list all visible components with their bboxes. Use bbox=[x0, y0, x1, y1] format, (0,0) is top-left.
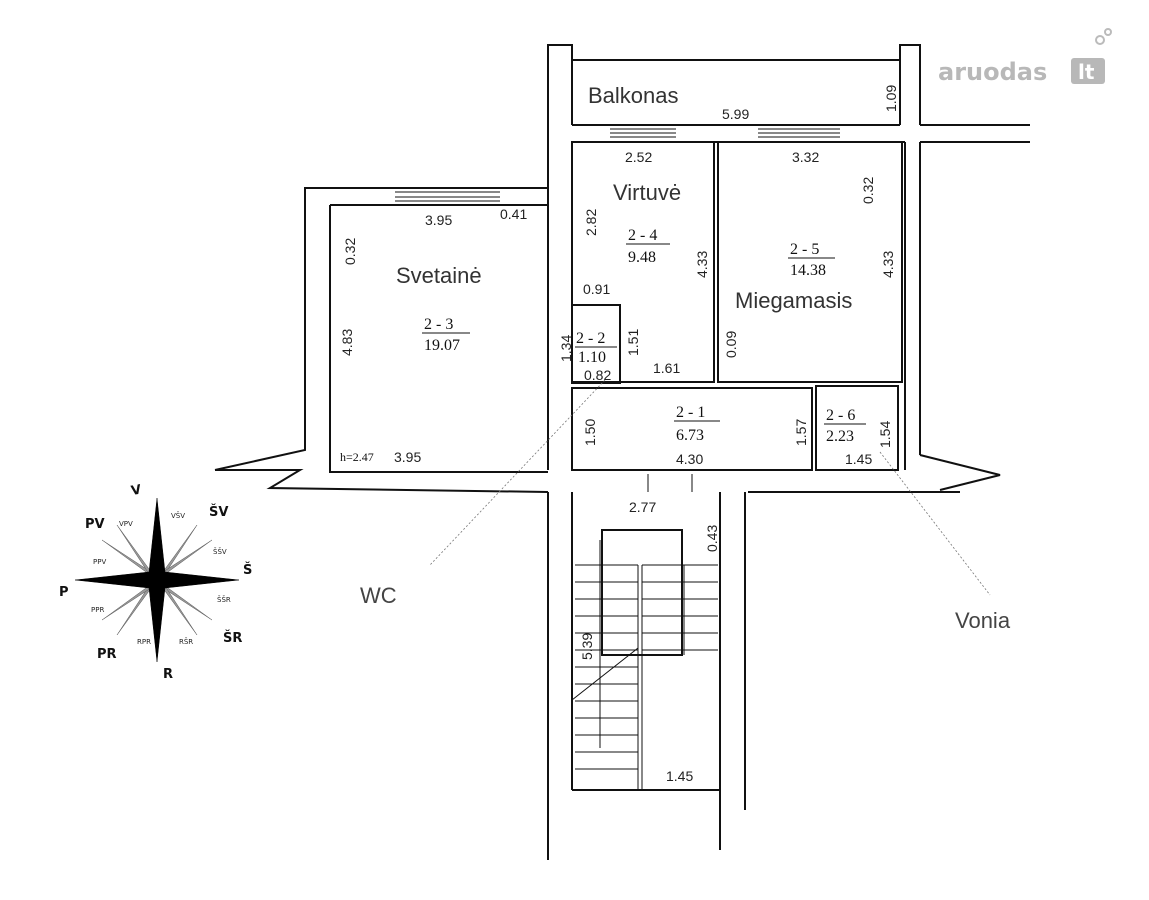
compass-sw: PR bbox=[97, 647, 117, 662]
room-area-wc: 1.10 bbox=[578, 349, 606, 366]
compass-south: R bbox=[163, 667, 173, 682]
compass-ssw: RPR bbox=[137, 638, 151, 646]
room-label-balcony: Balkonas bbox=[588, 83, 679, 108]
callout-bath: Vonia bbox=[955, 608, 1011, 633]
dim-stair-top: 2.77 bbox=[629, 499, 656, 515]
compass-ne: ŠV bbox=[209, 504, 228, 520]
dim-balcony-len: 5.99 bbox=[722, 106, 749, 122]
smoke-icon bbox=[1095, 35, 1105, 45]
dim-living-off: 0.41 bbox=[500, 206, 527, 222]
dim-kitchen-wall: 1.51 bbox=[625, 329, 641, 356]
compass-wsw: PPR bbox=[91, 606, 104, 614]
dim-wc-bottom: 0.82 bbox=[584, 367, 611, 383]
dim-hall-side: 1.50 bbox=[582, 419, 598, 446]
room-area-hall: 6.73 bbox=[676, 427, 704, 444]
dim-stair-len: 5.39 bbox=[579, 633, 595, 660]
room-id-bath: 2 - 6 bbox=[826, 407, 855, 424]
compass-wnw: PPV bbox=[93, 558, 106, 566]
compass-west: P bbox=[59, 585, 69, 600]
compass-north: V bbox=[130, 482, 143, 499]
stair-treads bbox=[571, 540, 718, 790]
windows bbox=[395, 128, 840, 492]
compass-nw: PV bbox=[85, 517, 105, 532]
dim-bath-bottom: 1.45 bbox=[845, 451, 872, 467]
dim-bedroom-low: 0.09 bbox=[723, 331, 739, 358]
room-label-bedroom: Miegamasis bbox=[735, 288, 852, 313]
dim-living-left-off: 0.32 bbox=[342, 238, 358, 265]
dim-stair-off: 0.43 bbox=[704, 525, 720, 552]
smoke-icon-small bbox=[1104, 28, 1112, 36]
dim-bedroom-side: 4.33 bbox=[880, 251, 896, 278]
dim-bedroom-off: 0.32 bbox=[860, 177, 876, 204]
compass-east: Š bbox=[243, 562, 252, 578]
dim-balcony-depth: 1.09 bbox=[883, 85, 899, 112]
compass-ene: ŠŠV bbox=[213, 547, 227, 556]
dim-kitchen-bottom: 1.61 bbox=[653, 360, 680, 376]
compass-se: ŠR bbox=[223, 630, 242, 646]
compass-sse: RŠR bbox=[179, 637, 193, 646]
compass-nne: VŠV bbox=[171, 511, 185, 520]
dim-living-side: 4.83 bbox=[339, 329, 355, 356]
watermark-text: aruodas bbox=[938, 58, 1047, 86]
room-area-living: 19.07 bbox=[424, 337, 460, 354]
dim-kitchen-inner: 2.82 bbox=[583, 209, 599, 236]
dim-kitchen-low: 0.91 bbox=[583, 281, 610, 297]
compass-rose: V Š R P ŠV ŠR PR PV VŠV VPV ŠŠV ŠŠR RŠR … bbox=[59, 482, 252, 682]
dim-hall-bottom: 4.30 bbox=[676, 451, 703, 467]
watermark-badge bbox=[1071, 58, 1105, 84]
room-id-kitchen: 2 - 4 bbox=[628, 227, 657, 244]
room-id-wc: 2 - 2 bbox=[576, 330, 605, 347]
room-area-kitchen: 9.48 bbox=[628, 249, 656, 266]
room-id-hall: 2 - 1 bbox=[676, 404, 705, 421]
ceiling-height: h=2.47 bbox=[340, 450, 374, 464]
dim-bedroom-top: 3.32 bbox=[792, 149, 819, 165]
watermark-tld: lt bbox=[1078, 60, 1095, 84]
dim-living-top: 3.95 bbox=[425, 212, 452, 228]
dim-kitchen-side: 4.33 bbox=[694, 251, 710, 278]
dim-hall-right: 1.57 bbox=[793, 419, 809, 446]
compass-nnw: VPV bbox=[119, 520, 133, 528]
room-area-bath: 2.23 bbox=[826, 428, 854, 445]
walls bbox=[214, 44, 1030, 860]
callout-wc: WC bbox=[360, 583, 397, 608]
dim-kitchen-top: 2.52 bbox=[625, 149, 652, 165]
dim-stair-bottom: 1.45 bbox=[666, 768, 693, 784]
room-label-living: Svetainė bbox=[396, 263, 482, 288]
compass-ese: ŠŠR bbox=[217, 595, 231, 604]
aruodas-logo: aruodas lt bbox=[938, 28, 1112, 86]
room-label-kitchen: Virtuvė bbox=[613, 180, 681, 205]
room-id-bedroom: 2 - 5 bbox=[790, 241, 819, 258]
room-area-bedroom: 14.38 bbox=[790, 262, 826, 279]
dim-wc-side: 1.34 bbox=[558, 335, 574, 362]
leader-lines bbox=[429, 379, 991, 596]
dim-bath-side: 1.54 bbox=[877, 421, 893, 448]
room-id-living: 2 - 3 bbox=[424, 316, 453, 333]
dim-living-bottom: 3.95 bbox=[394, 449, 421, 465]
